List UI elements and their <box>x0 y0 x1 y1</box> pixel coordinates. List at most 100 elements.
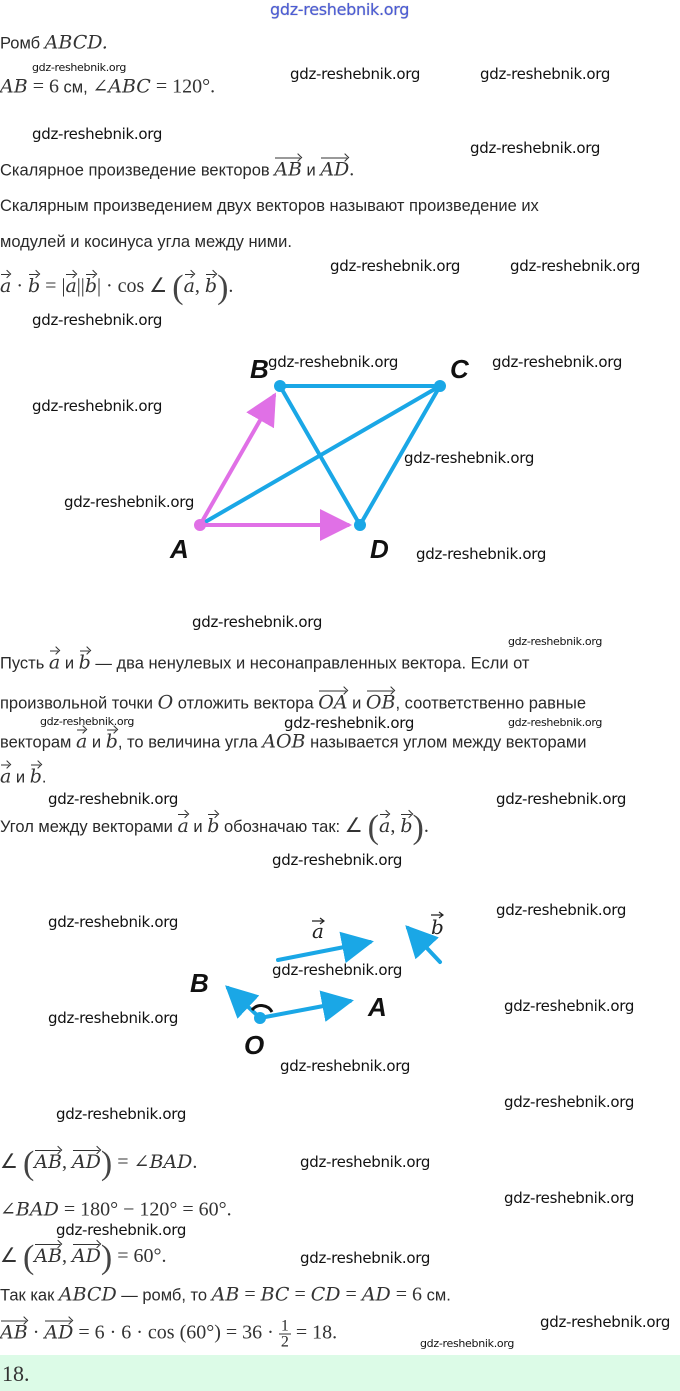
text-fragment: Так как <box>0 1286 59 1305</box>
vector-symbol: a <box>48 650 61 674</box>
label-point-b: B <box>190 968 209 998</box>
vector-symbol: b <box>400 814 413 837</box>
watermark: gdz-reshebnik.org <box>56 1221 187 1239</box>
text-fragment: = 180° − 120° = 60°. <box>58 1198 232 1221</box>
text-fragment: векторам <box>0 733 76 752</box>
vector-symbol: AB <box>274 157 302 181</box>
parenthesis: ) <box>412 809 424 846</box>
vector-symbol: b <box>84 274 97 297</box>
watermark: gdz-reshebnik.org <box>330 257 461 275</box>
text-fragment: = <box>239 1283 261 1306</box>
math-symbol: AB <box>0 75 28 98</box>
text-fragment: и <box>347 694 366 713</box>
vector-symbol: AB <box>34 1150 62 1173</box>
dot-product-formula: a · b = |a||b| · cos ∠ (a, b). <box>0 271 233 305</box>
watermark: gdz-reshebnik.org <box>508 716 603 729</box>
watermark: gdz-reshebnik.org <box>300 1249 431 1267</box>
vector-symbol: b <box>29 764 42 788</box>
text-fragment: , соответственно равные <box>395 694 587 713</box>
math-symbol: ∠ABC <box>92 75 151 98</box>
math-symbol: . <box>101 31 108 54</box>
text-fragment: · <box>27 1321 45 1344</box>
text-fragment: || <box>76 275 85 297</box>
watermark: gdz-reshebnik.org <box>496 901 627 919</box>
solution-step-2: ∠BAD = 180° − 120° = 60°. <box>0 1200 232 1221</box>
angle-notation: Угол между векторами a и b обозначаю так… <box>0 811 429 845</box>
angle-def-line-2: произвольной точки O отложить вектора OA… <box>0 690 587 714</box>
text-fragment: модулей и косинуса угла между ними. <box>0 233 292 251</box>
math-symbol: AD <box>361 1283 391 1306</box>
parenthesis: ( <box>22 1239 35 1276</box>
text-fragment: | · cos ∠ <box>96 275 173 297</box>
text-fragment: , <box>194 275 205 297</box>
watermark: gdz-reshebnik.org <box>510 257 641 275</box>
watermark: gdz-reshebnik.org <box>32 397 163 415</box>
text-fragment: . <box>423 815 429 837</box>
watermark: gdz-reshebnik.org <box>268 353 399 371</box>
text-fragment: и <box>11 768 30 787</box>
text-fragment: Угол между векторами <box>0 818 178 836</box>
watermark: gdz-reshebnik.org <box>64 493 195 511</box>
label-d: D <box>370 534 389 564</box>
solution-step-3: ∠ (AB, AD) = 60°. <box>0 1241 167 1275</box>
numerator: 1 <box>278 1317 291 1335</box>
text-fragment: = | <box>40 275 66 297</box>
text-fragment: ∠ <box>0 1151 23 1173</box>
angle-arc <box>250 1004 274 1013</box>
text-fragment: и <box>188 818 208 836</box>
watermark: gdz-reshebnik.org <box>504 997 635 1015</box>
text-fragment: = 60°. <box>112 1245 167 1267</box>
solution-step-1: ∠ (AB, AD) = ∠BAD. <box>0 1147 198 1181</box>
vector-symbol: AB <box>34 1244 62 1267</box>
text-fragment: Скалярным произведением двух векторов на… <box>0 197 539 215</box>
vector-symbol: a <box>183 274 195 297</box>
text-fragment: Скалярное произведение векторов <box>0 161 275 180</box>
given-values: AB = 6 см, ∠ABC = 120°. <box>0 77 215 98</box>
text-fragment: ∠ <box>344 815 368 837</box>
vector-symbol: AD <box>44 1320 74 1344</box>
vector-b <box>405 925 442 964</box>
math-symbol: ∠BAD <box>133 1151 193 1173</box>
site-watermark-header[interactable]: gdz-reshebnik.org <box>270 0 410 19</box>
text-fragment: . <box>192 1151 198 1173</box>
answer-value: 18. <box>2 1361 30 1386</box>
watermark: gdz-reshebnik.org <box>48 913 179 931</box>
definition-line-2: модулей и косинуса угла между ними. <box>0 232 292 252</box>
vector-symbol: b <box>78 650 91 674</box>
watermark: gdz-reshebnik.org <box>40 715 135 728</box>
vector-ab <box>198 392 276 527</box>
vector-symbol: OA <box>318 690 348 714</box>
watermark: gdz-reshebnik.org <box>272 961 403 979</box>
vector-symbol: a <box>0 764 12 788</box>
math-symbol: BC <box>260 1283 290 1306</box>
text-fragment: Ромб <box>0 34 45 53</box>
vector-symbol: AD <box>71 1244 101 1267</box>
watermark: gdz-reshebnik.org <box>470 139 601 157</box>
text-fragment: , то величина угла <box>117 733 263 752</box>
text-fragment: обозначаю так: <box>219 818 345 836</box>
parenthesis: ( <box>367 809 379 846</box>
watermark: gdz-reshebnik.org <box>280 1057 411 1075</box>
answer-box: 18. <box>0 1355 680 1391</box>
math-symbol: ABCD <box>44 31 102 54</box>
angle-def-line-1: Пусть a и b — два ненулевых и несонаправ… <box>0 650 530 674</box>
rhombus-statement: Ромб ABCD. <box>0 33 108 54</box>
watermark: gdz-reshebnik.org <box>496 790 627 808</box>
task-statement: Скалярное произведение векторов AB и AD. <box>0 157 354 181</box>
text-fragment: — два ненулевых и несонаправленных векто… <box>90 654 530 673</box>
rhombus-diagram: B C A D <box>169 354 470 564</box>
text-fragment: = 6 · 6 · cos (60°) = 36 · <box>73 1321 279 1344</box>
vector-symbol: AD <box>71 1150 101 1173</box>
text-fragment: произвольной точки <box>0 694 158 713</box>
vector-oa <box>258 990 354 1022</box>
parenthesis: ( <box>22 1145 35 1182</box>
text-fragment: и <box>87 733 106 752</box>
denominator: 2 <box>280 1333 289 1351</box>
vector-symbol: OB <box>365 690 396 714</box>
text-fragment: = 120°. <box>150 75 216 98</box>
watermark: gdz-reshebnik.org <box>492 353 623 371</box>
text-fragment: , <box>390 815 401 837</box>
angle-def-line-3: векторам a и b, то величина угла AOB наз… <box>0 729 586 753</box>
watermark: gdz-reshebnik.org <box>48 1009 179 1027</box>
